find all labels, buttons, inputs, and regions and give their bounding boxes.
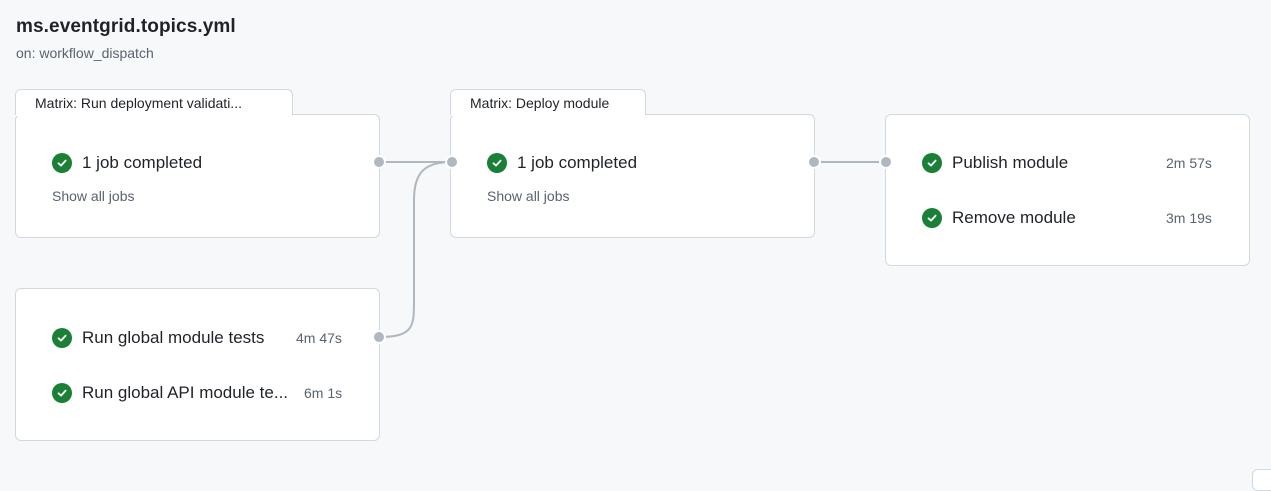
check-circle-icon	[52, 328, 72, 348]
deploy-summary-label: 1 job completed	[517, 153, 638, 172]
check-circle-icon	[922, 208, 942, 228]
validation-summary-row[interactable]: 1 job completed	[52, 151, 202, 175]
validation-output-port	[372, 155, 386, 169]
validation-matrix-card	[15, 114, 380, 238]
job-duration: 2m 57s	[1166, 155, 1212, 171]
deploy-input-port	[445, 155, 459, 169]
publish-input-port	[879, 155, 893, 169]
deploy-matrix-tab[interactable]: Matrix: Deploy module	[450, 89, 646, 115]
deploy-matrix-card	[450, 114, 815, 238]
deploy-output-port	[807, 155, 821, 169]
check-circle-icon	[52, 153, 72, 173]
job-row[interactable]: Remove module	[922, 206, 1152, 230]
deploy-summary-row[interactable]: 1 job completed	[487, 151, 637, 175]
job-name: Run global API module te...	[82, 383, 289, 402]
job-row[interactable]: Run global API module te...	[52, 381, 302, 405]
job-dependency-graph	[378, 161, 886, 338]
workflow-title: ms.eventgrid.topics.yml	[16, 16, 236, 37]
job-row[interactable]: Run global module tests	[52, 326, 282, 350]
deploy-show-all-jobs-link[interactable]: Show all jobs	[487, 188, 570, 204]
job-duration: 3m 19s	[1166, 210, 1212, 226]
check-circle-icon	[922, 153, 942, 173]
job-duration: 4m 47s	[296, 330, 342, 346]
job-duration: 6m 1s	[304, 385, 343, 401]
job-name: Remove module	[952, 208, 1076, 227]
connector-tests-to-deploy	[378, 161, 453, 338]
job-name: Run global module tests	[82, 328, 265, 347]
validation-matrix-tab[interactable]: Matrix: Run deployment validati...	[15, 89, 293, 115]
job-name: Publish module	[952, 153, 1069, 172]
check-circle-icon	[52, 383, 72, 403]
tab-joint	[16, 113, 292, 116]
global-tests-card	[15, 288, 380, 441]
zoom-control[interactable]	[1252, 469, 1271, 491]
workflow-trigger: on: workflow_dispatch	[16, 45, 154, 61]
tab-joint	[451, 113, 645, 116]
global-tests-output-port	[372, 330, 386, 344]
check-circle-icon	[487, 153, 507, 173]
validation-show-all-jobs-link[interactable]: Show all jobs	[52, 188, 135, 204]
validation-summary-label: 1 job completed	[82, 153, 203, 172]
job-row[interactable]: Publish module	[922, 151, 1152, 175]
publish-card	[885, 114, 1250, 266]
